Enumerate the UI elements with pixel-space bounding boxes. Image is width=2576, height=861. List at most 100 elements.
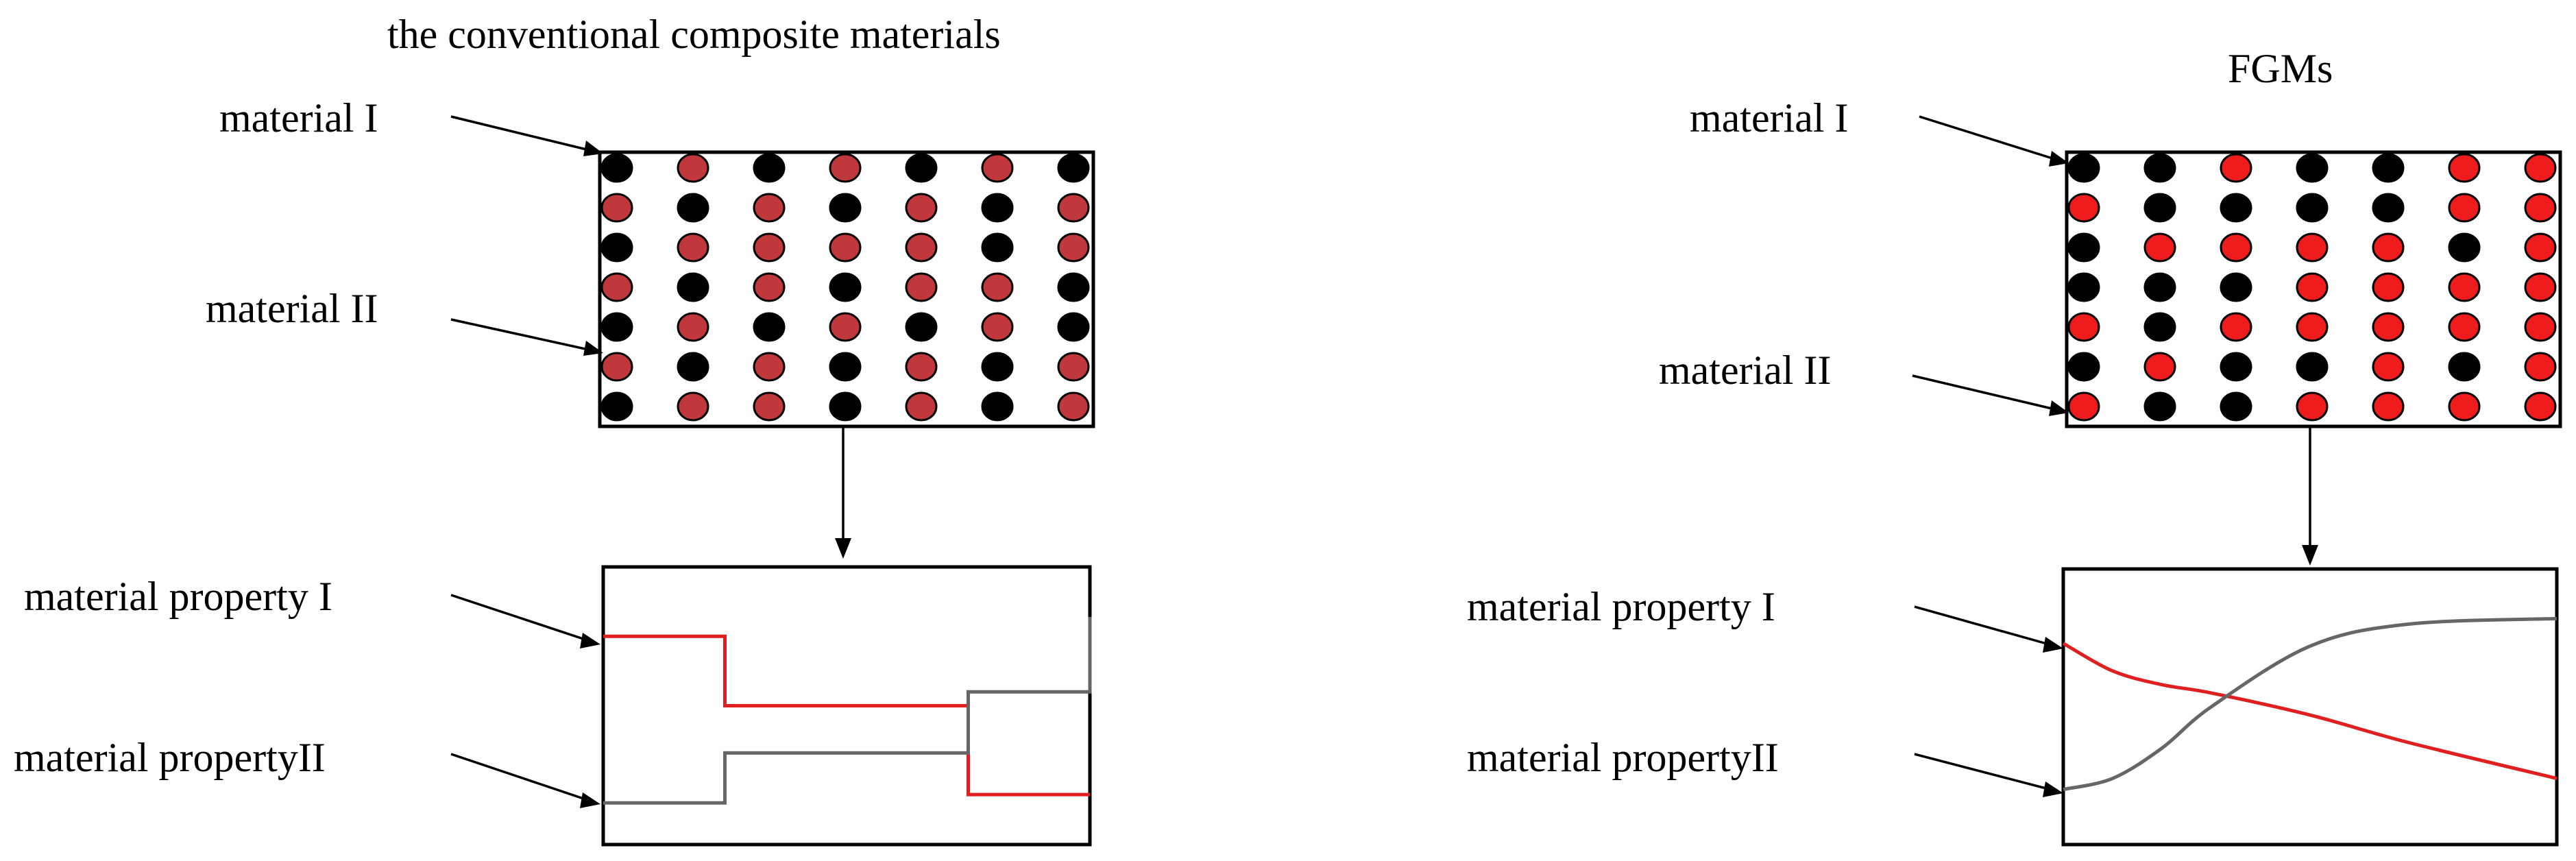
- arrowhead-material-1: [2049, 151, 2069, 167]
- particle-material-2: [677, 153, 709, 183]
- particle-material-1: [981, 232, 1014, 263]
- particle-material-1: [981, 391, 1014, 422]
- arrow-property-2: [1914, 753, 2057, 792]
- particle-material-2: [2067, 391, 2100, 422]
- particle-material-1: [2296, 352, 2329, 382]
- particle-material-2: [1057, 352, 1090, 382]
- particle-material-2: [829, 153, 862, 183]
- particle-material-2: [1057, 193, 1090, 223]
- particle-material-2: [2448, 153, 2481, 183]
- particle-material-2: [2372, 312, 2405, 342]
- particle-material-2: [905, 232, 938, 263]
- arrowhead-material-1: [583, 141, 603, 156]
- particle-material-1: [1057, 312, 1090, 342]
- particle-material-2: [2067, 193, 2100, 223]
- particle-material-2: [905, 272, 938, 302]
- particle-material-1: [2372, 193, 2405, 223]
- particle-material-2: [829, 312, 862, 342]
- particle-material-2: [2296, 391, 2329, 422]
- particle-material-1: [677, 193, 709, 223]
- particle-material-2: [2524, 312, 2557, 342]
- label-property-2: material propertyII: [14, 735, 326, 780]
- arrow-material-1: [1919, 115, 2064, 163]
- particle-material-1: [2220, 352, 2252, 382]
- arrowhead-material-2: [583, 341, 603, 356]
- particle-material-1: [829, 391, 862, 422]
- particle-material-2: [905, 352, 938, 382]
- particle-material-1: [600, 391, 633, 422]
- particle-material-2: [2524, 153, 2557, 183]
- particle-material-2: [753, 352, 786, 382]
- arrow-material-2: [450, 318, 598, 353]
- particle-material-1: [2143, 272, 2176, 302]
- particle-material-2: [677, 391, 709, 422]
- particle-material-2: [677, 312, 709, 342]
- curve-property-1: [2062, 642, 2557, 780]
- particle-material-2: [829, 232, 862, 263]
- curve-property-1: [603, 634, 1090, 797]
- particle-material-1: [2448, 232, 2481, 263]
- label-material-2: material II: [206, 286, 378, 331]
- curve-property-2: [2063, 616, 2557, 792]
- particle-material-2: [2296, 312, 2329, 342]
- panel-conventional: the conventional composite materials mat…: [14, 12, 1095, 847]
- particle-material-1: [981, 352, 1014, 382]
- arrowhead-material-2: [2049, 400, 2069, 416]
- particle-material-1: [1057, 153, 1090, 183]
- particle-material-1: [2143, 193, 2176, 223]
- particle-material-1: [753, 312, 786, 342]
- arrow-property-2: [450, 753, 594, 803]
- arrowhead-property-2: [580, 792, 600, 808]
- particle-material-2: [2220, 232, 2252, 263]
- curve-property-2: [603, 616, 1092, 805]
- particle-material-1: [2067, 232, 2100, 263]
- particle-material-1: [2296, 193, 2329, 223]
- particle-material-2: [753, 391, 786, 422]
- label-property-1: material property I: [1467, 584, 1775, 629]
- particle-material-2: [2524, 391, 2557, 422]
- particle-material-2: [2524, 232, 2557, 263]
- particle-material-2: [2067, 312, 2100, 342]
- arrow-property-1: [1914, 605, 2057, 648]
- particle-material-2: [2296, 272, 2329, 302]
- particle-material-2: [2448, 193, 2481, 223]
- particle-material-1: [2448, 352, 2481, 382]
- arrow-material-1: [450, 115, 598, 154]
- arrowhead-property-2: [2043, 781, 2063, 797]
- particle-material-1: [829, 193, 862, 223]
- particle-material-2: [753, 232, 786, 263]
- particle-material-1: [2067, 352, 2100, 382]
- particle-material-1: [1057, 272, 1090, 302]
- particle-material-1: [981, 193, 1014, 223]
- particle-material-2: [2524, 352, 2557, 382]
- particle-material-2: [600, 272, 633, 302]
- particle-material-1: [905, 312, 938, 342]
- particle-material-1: [2296, 153, 2329, 183]
- particle-material-2: [753, 193, 786, 223]
- particle-material-1: [677, 352, 709, 382]
- particle-material-1: [2143, 153, 2176, 183]
- particle-material-1: [2220, 391, 2252, 422]
- particle-material-1: [600, 312, 633, 342]
- label-property-2: material propertyII: [1467, 735, 1779, 780]
- arrowhead-property-1: [580, 633, 600, 648]
- particle-material-2: [2220, 153, 2252, 183]
- particle-material-2: [2220, 312, 2252, 342]
- particle-material-2: [753, 272, 786, 302]
- particle-material-1: [2143, 391, 2176, 422]
- particle-material-2: [2372, 352, 2405, 382]
- particle-material-2: [677, 232, 709, 263]
- label-property-1: material property I: [24, 574, 332, 619]
- arrow-property-1: [450, 594, 594, 644]
- particle-material-2: [2372, 272, 2405, 302]
- particle-material-2: [2448, 391, 2481, 422]
- label-material-1: material I: [219, 95, 378, 141]
- arrowhead-down: [835, 538, 851, 559]
- particle-material-2: [2524, 272, 2557, 302]
- particle-material-1: [600, 232, 633, 263]
- particle-material-1: [2372, 153, 2405, 183]
- particle-material-2: [2372, 232, 2405, 263]
- particle-material-2: [2296, 232, 2329, 263]
- arrowhead-property-1: [2043, 637, 2063, 653]
